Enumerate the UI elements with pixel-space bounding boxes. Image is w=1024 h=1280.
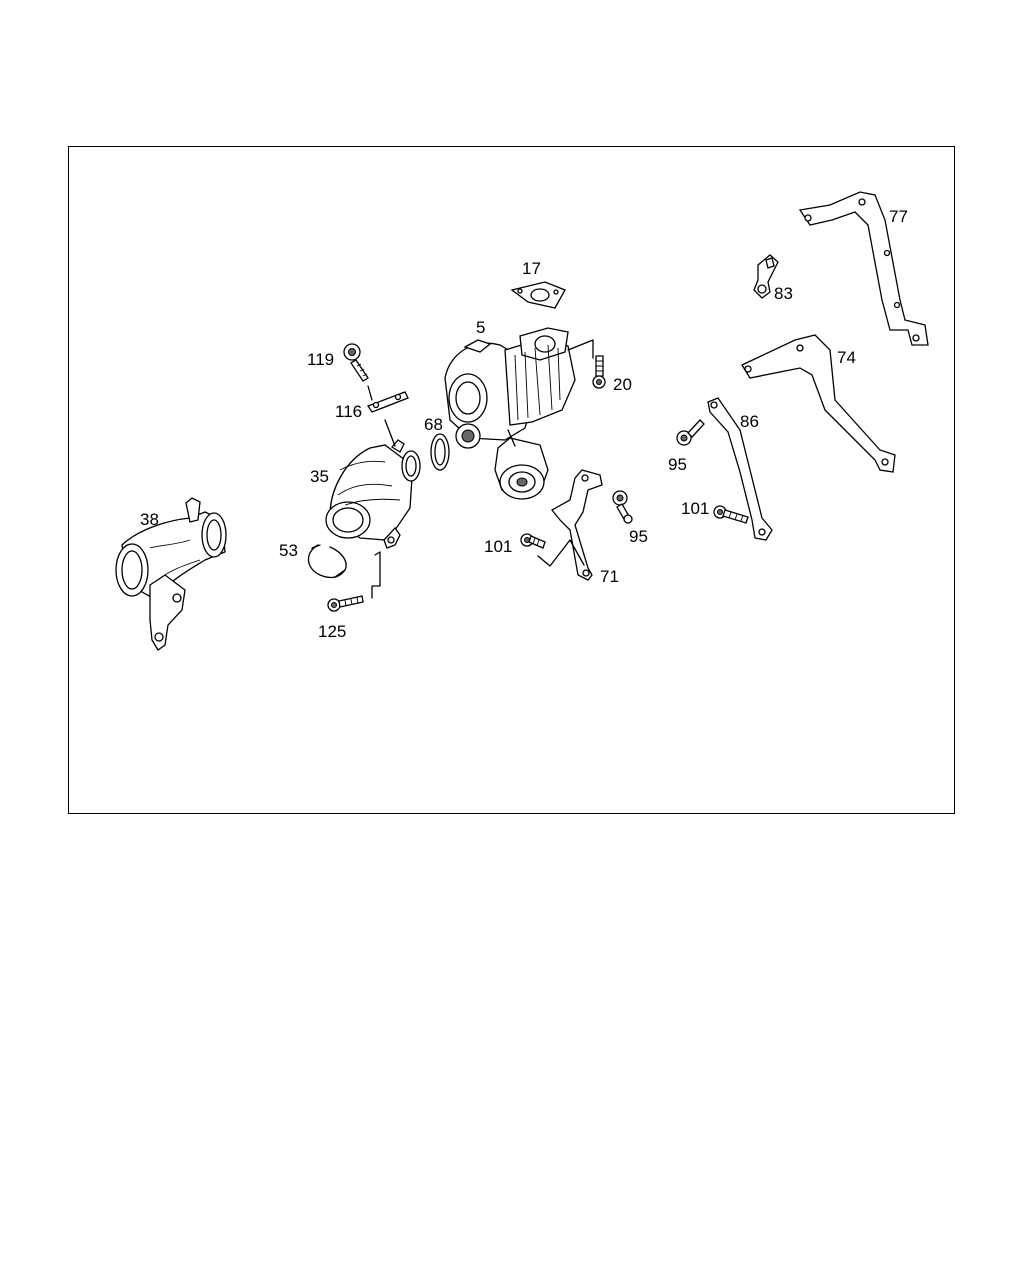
part-101-bolt-left: [520, 533, 546, 549]
callout-20: 20: [613, 375, 632, 394]
part-125-bolt: [327, 595, 364, 612]
part-74-support: [741, 334, 896, 473]
part-20-bolt: [592, 355, 606, 389]
part-101-bolt-right: [713, 505, 749, 524]
part-86-strap: [707, 397, 773, 541]
callout-77: 77: [889, 207, 908, 226]
callout-38: 38: [140, 510, 159, 529]
callout-116: 116: [335, 402, 362, 421]
part-17-gasket: [510, 281, 566, 309]
callout-35: 35: [310, 467, 329, 486]
callout-101-left: 101: [484, 537, 512, 556]
callout-95-lower: 95: [629, 527, 648, 546]
callout-17: 17: [522, 259, 541, 278]
callouts: 5 17 20 35 38 53 68 71 74 77 83 86 95 95…: [140, 207, 908, 641]
part-35-elbow: [325, 439, 421, 549]
callout-119: 119: [307, 350, 334, 369]
callout-83: 83: [774, 284, 793, 303]
part-77-bracket: [798, 191, 929, 346]
callout-86: 86: [740, 412, 759, 431]
callout-95-upper: 95: [668, 455, 687, 474]
part-116-gasket: [367, 391, 409, 413]
part-68-seal-ring: [430, 433, 450, 471]
part-5-turbocharger: [444, 327, 576, 500]
part-95-bolt-upper: [676, 419, 705, 446]
callout-53: 53: [279, 541, 298, 560]
callout-5: 5: [476, 318, 485, 337]
leader-lines: [367, 339, 594, 599]
part-71-bracket: [551, 469, 603, 581]
part-119-bolt: [343, 343, 369, 382]
callout-68: 68: [424, 415, 443, 434]
part-95-bolt-lower: [612, 490, 633, 524]
callout-125: 125: [318, 622, 346, 641]
callout-71: 71: [600, 567, 619, 586]
callout-101-right: 101: [681, 499, 709, 518]
callout-74: 74: [837, 348, 856, 367]
part-38-intake-pipe: [115, 497, 227, 651]
part-83-clip: [753, 254, 779, 299]
part-53-clamp: [307, 544, 347, 579]
diagram-frame: [68, 146, 955, 814]
